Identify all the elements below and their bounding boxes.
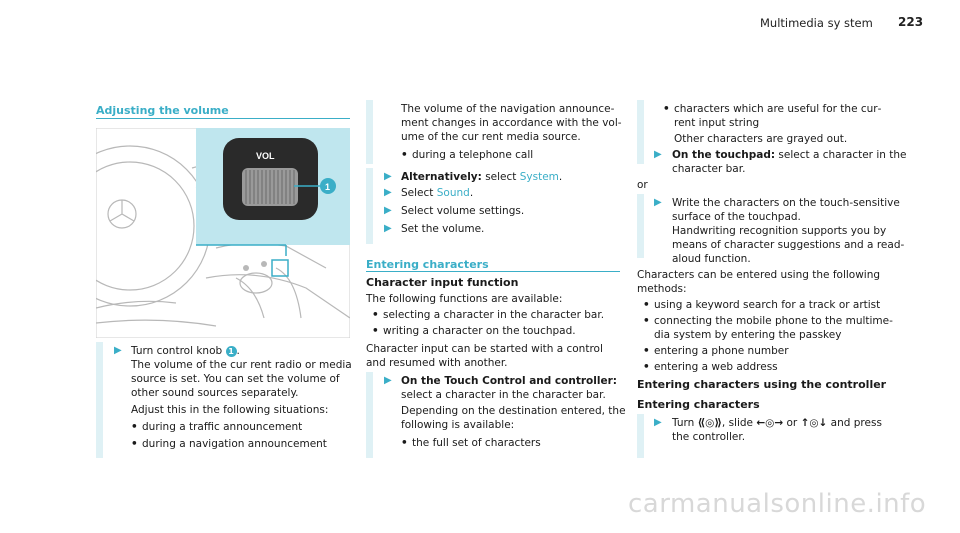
step-turn-controller: Turn ⟪◎⟫, slide ←◎→ or ↑◎↓ and press: [672, 417, 882, 429]
car-illustration: VOL 1: [49, 127, 351, 339]
text-line: The volume of the navigation announce‐: [401, 103, 615, 115]
text-line: dia system by entering the passkey: [654, 329, 842, 341]
instruction-bar: [96, 342, 103, 458]
section-title-entering: Entering characters: [366, 258, 489, 271]
text-line: methods:: [637, 283, 687, 295]
cockpit-drawing: VOL 1: [49, 127, 351, 339]
list-item: connecting the mobile phone to the multi…: [643, 314, 893, 328]
step-volume-settings: Select volume settings.: [401, 205, 525, 217]
text-line: Handwriting recognition supports you by: [672, 225, 887, 237]
list-item: the full set of characters: [401, 436, 541, 450]
instruction-bar: [637, 100, 644, 164]
list-item: selecting a character in the character b…: [372, 308, 604, 322]
text-line: Depending on the destination entered, th…: [401, 405, 626, 417]
sound-link[interactable]: Sound: [436, 187, 470, 199]
text-line: means of character suggestions and a rea…: [672, 239, 905, 251]
triangle-right-icon: ▶: [654, 149, 662, 160]
step-touchpad: On the touchpad: select a character in t…: [672, 149, 907, 161]
watermark: carmanualsonline.info: [628, 489, 927, 519]
instruction-bar: [366, 100, 373, 164]
subheading: Entering characters using the controller: [637, 378, 887, 391]
list-item: characters which are useful for the cur‐: [663, 102, 881, 116]
subheading: Character input function: [366, 276, 519, 289]
text-line: select a character in the character bar.: [401, 389, 606, 401]
triangle-right-icon: ▶: [384, 375, 392, 386]
step-select-sound: Select Sound.: [401, 187, 474, 199]
triangle-right-icon: ▶: [384, 187, 392, 198]
vol-label: VOL: [256, 151, 275, 161]
text-line: the controller.: [672, 431, 746, 443]
list-item: during a traffic announcement: [131, 420, 302, 434]
list-item: entering a web address: [643, 360, 778, 374]
triangle-right-icon: ▶: [654, 417, 662, 428]
instruction-bar: [637, 194, 644, 258]
text-line: rent input string: [674, 117, 760, 129]
triangle-right-icon: ▶: [384, 171, 392, 182]
or-text: or: [637, 179, 648, 191]
text-line: Other characters are grayed out.: [674, 133, 848, 145]
slide-horizontal-icon: ←◎→: [756, 417, 784, 429]
text-line: Character input can be started with a co…: [366, 343, 603, 355]
text-line: following is available:: [401, 419, 515, 431]
system-link[interactable]: System: [519, 171, 559, 183]
list-item: using a keyword search for a track or ar…: [643, 298, 880, 312]
subheading: Entering characters: [637, 398, 760, 411]
text-line: ume of the cur rent media source.: [401, 131, 581, 143]
list-item: writing a character on the touchpad.: [372, 324, 576, 338]
step-set-volume: Set the volume.: [401, 223, 485, 235]
figure-callout: 1: [325, 182, 330, 192]
text-line: The volume of the cur rent radio or medi…: [131, 359, 352, 371]
rotate-controller-icon: ⟪◎⟫: [697, 417, 722, 429]
instruction-bar: [637, 414, 644, 458]
triangle-right-icon: ▶: [654, 197, 662, 208]
callout-badge: 1: [225, 346, 237, 357]
list-item: during a navigation announcement: [131, 437, 327, 451]
step-touch-control: On the Touch Control and controller:: [401, 375, 617, 387]
triangle-right-icon: ▶: [114, 345, 122, 356]
text-line: source is set. You can set the volume of: [131, 373, 340, 385]
list-item: entering a phone number: [643, 344, 788, 358]
section-title-volume: Adjusting the volume: [96, 104, 229, 117]
step-turn-knob: Turn control knob 1.: [131, 345, 240, 357]
section-rule: [96, 118, 350, 119]
running-header: Multimedia sy stem: [760, 16, 873, 30]
page-number: 223: [898, 15, 924, 29]
text-line: aloud function.: [672, 253, 751, 265]
triangle-right-icon: ▶: [384, 223, 392, 234]
text-line: The following functions are available:: [366, 293, 563, 305]
instruction-bar: [366, 372, 373, 458]
text-line: Characters can be entered using the foll…: [637, 269, 881, 281]
list-item: during a telephone call: [401, 148, 533, 162]
slide-vertical-icon: ↑◎↓: [800, 417, 828, 429]
text-line: surface of the touchpad.: [672, 211, 801, 223]
section-rule: [366, 271, 620, 272]
step-alternatively: Alternatively: select System.: [401, 171, 563, 183]
text-line: Adjust this in the following situations:: [131, 404, 329, 416]
text-line: other sound sources separately.: [131, 387, 299, 399]
step-write: Write the characters on the touch-sensit…: [672, 197, 900, 209]
text-line: and resumed with another.: [366, 357, 508, 369]
instruction-bar: [366, 168, 373, 244]
text-line: character bar.: [672, 163, 746, 175]
triangle-right-icon: ▶: [384, 205, 392, 216]
text-line: ment changes in accordance with the vol‐: [401, 117, 622, 129]
